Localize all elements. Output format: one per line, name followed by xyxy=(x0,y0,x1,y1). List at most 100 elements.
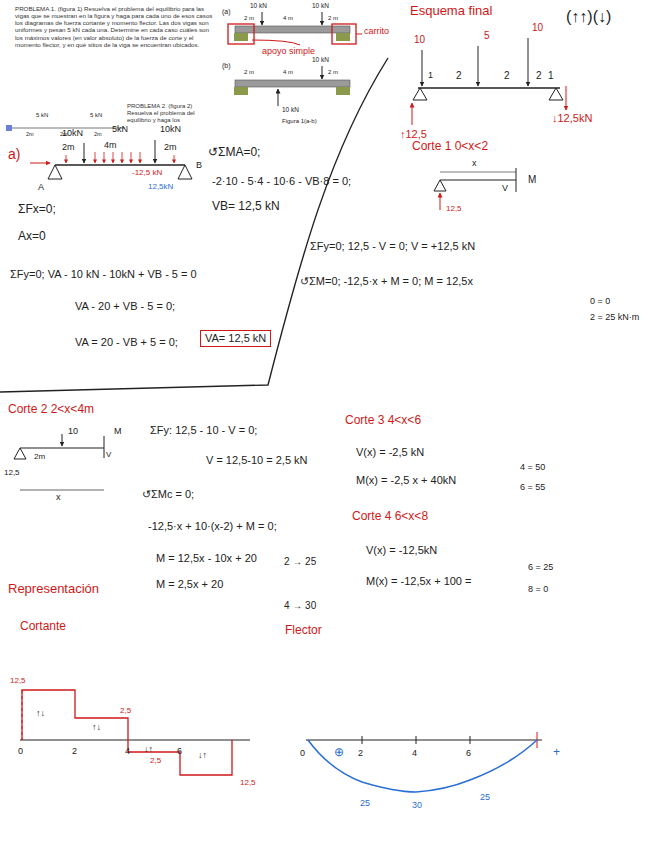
note-text: 2m xyxy=(164,142,177,152)
note-text: (↑↑)(↓) xyxy=(566,8,611,26)
note-text: 2 m xyxy=(328,69,338,76)
note-text: ⊕ xyxy=(334,746,344,760)
note-text: 10kN xyxy=(62,128,83,138)
note-text: 12,5 xyxy=(4,468,20,477)
note-text: Corte 2 2<x<4m xyxy=(8,403,94,417)
note-text: 10 xyxy=(532,22,543,34)
note-text: (b) xyxy=(222,62,231,70)
note-text: 6 xyxy=(177,746,182,756)
note-text: 4 m xyxy=(283,69,293,76)
note-text: 25 xyxy=(360,798,370,808)
note-text: 4 m xyxy=(283,15,293,22)
note-text: M(x) = -2,5 x + 40kN xyxy=(356,474,456,487)
note-text: ΣFy: 12,5 - 10 - V = 0; xyxy=(150,424,257,437)
note-text: Flector xyxy=(285,624,322,638)
note-text: A xyxy=(38,182,44,192)
note-text: -12,5 kN xyxy=(132,168,162,177)
note-text: VA - 20 + VB - 5 = 0; xyxy=(75,300,175,313)
note-text: 12,5 xyxy=(240,778,256,787)
note-text: 10 xyxy=(68,426,78,436)
note-text: 8 = 0 xyxy=(528,584,548,594)
note-text: 2 = 25 kN·m xyxy=(590,312,639,322)
note-text: -12,5·x + 10·(x-2) + M = 0; xyxy=(148,520,277,533)
note-text: VA= 12,5 kN xyxy=(200,330,271,347)
note-text: 1 xyxy=(428,70,433,80)
note-text: VB= 12,5 kN xyxy=(212,200,280,214)
note-text: M = 12,5x - 10x + 20 xyxy=(156,552,257,565)
note-text: B xyxy=(196,160,202,170)
note-text: 12,5 xyxy=(10,676,26,685)
note-text: ΣFy=0; VA - 10 kN - 10kN + VB - 5 = 0 xyxy=(10,268,197,281)
note-text: 5 kN xyxy=(36,112,48,119)
note-text: ↺ΣM=0; -12,5·x + M = 0; M = 12,5x xyxy=(300,275,473,288)
note-text: 4 xyxy=(412,748,417,758)
note-text: 10 kN xyxy=(312,56,329,63)
note-text: 2 m xyxy=(244,69,254,76)
note-text: M xyxy=(114,426,122,436)
note-text: 10kN xyxy=(160,124,181,134)
note-text: Ax=0 xyxy=(18,230,46,244)
note-text: ↑↓ xyxy=(92,722,101,732)
note-text: V xyxy=(106,450,111,459)
note-text: 2m xyxy=(62,142,75,152)
note-text: 2 xyxy=(358,748,363,758)
note-text: 5kN xyxy=(112,124,128,134)
note-text: 0 = 0 xyxy=(590,296,610,306)
note-text: ↓12,5kN xyxy=(552,112,592,125)
note-text: 10 kN xyxy=(250,2,267,9)
note-text: 2 → 25 xyxy=(284,556,316,568)
note-text: ↓↑ xyxy=(198,750,207,760)
note-text: ΣFy=0; 12,5 - V = 0; V = +12,5 kN xyxy=(310,240,475,253)
note-text: Corte 3 4<x<6 xyxy=(345,414,421,428)
note-text: 2 xyxy=(536,70,542,82)
note-text: PROBLEMA 2. (figura 2) Resuelva el probl… xyxy=(127,103,219,124)
note-text: 4 = 50 xyxy=(520,462,545,472)
note-text: V(x) = -12,5kN xyxy=(366,544,437,557)
note-text: Corte 1 0<x<2 xyxy=(412,140,488,154)
note-text: PROBLEMA 1. (figura 1) Resuelva el probl… xyxy=(15,5,215,48)
note-text: ↑12,5 xyxy=(400,128,427,141)
note-text: 2 xyxy=(456,70,462,82)
note-text: 10 kN xyxy=(312,2,329,9)
note-text: 4m xyxy=(104,140,117,150)
note-text: VA = 20 - VB + 5 = 0; xyxy=(75,336,178,349)
note-text: 30 xyxy=(412,800,422,810)
note-text: 2,5 xyxy=(150,756,161,765)
note-text: V(x) = -2,5 kN xyxy=(356,446,424,459)
note-text: -2·10 - 5·4 - 10·6 - VB·8 = 0; xyxy=(212,175,351,188)
note-text: 10 xyxy=(414,34,425,46)
note-text: ↺ΣMc = 0; xyxy=(142,488,194,501)
note-text: 0 xyxy=(18,746,23,756)
note-text: Esquema final xyxy=(410,4,492,19)
note-text: 1 xyxy=(548,70,554,82)
note-text: 5 kN xyxy=(90,112,102,119)
note-text: Figura 1(a-b) xyxy=(282,118,317,125)
note-text: 25 xyxy=(480,792,490,802)
note-text: 2 m xyxy=(244,15,254,22)
note-text: apoyo simple xyxy=(262,46,315,56)
note-text: x xyxy=(472,158,477,168)
note-text: carrito xyxy=(364,26,389,36)
note-text: 0 xyxy=(300,748,305,758)
note-text: 10 kN xyxy=(282,106,299,113)
note-text: 5 xyxy=(484,30,490,42)
note-text: 4 → 30 xyxy=(284,600,316,612)
note-text: V xyxy=(502,183,508,193)
note-text: 6 = 55 xyxy=(520,482,545,492)
note-text: M(x) = -12,5x + 100 = xyxy=(366,575,471,588)
note-text: 4 xyxy=(125,746,130,756)
note-text: Representación xyxy=(8,582,99,597)
note-text: 12,5kN xyxy=(148,182,173,191)
note-text: 2m xyxy=(94,131,102,137)
note-text: (a) xyxy=(222,8,231,16)
note-text: 2,5 xyxy=(120,706,131,715)
note-text: 6 xyxy=(466,748,471,758)
note-text: ↺ΣMA=0; xyxy=(208,146,260,160)
note-text: M = 2,5x + 20 xyxy=(156,578,223,591)
note-text: 2 m xyxy=(328,15,338,22)
note-text: ↓↑ xyxy=(144,744,153,754)
note-text: + xyxy=(553,746,560,760)
note-text: M xyxy=(528,174,536,186)
note-text: 2m xyxy=(34,452,45,461)
